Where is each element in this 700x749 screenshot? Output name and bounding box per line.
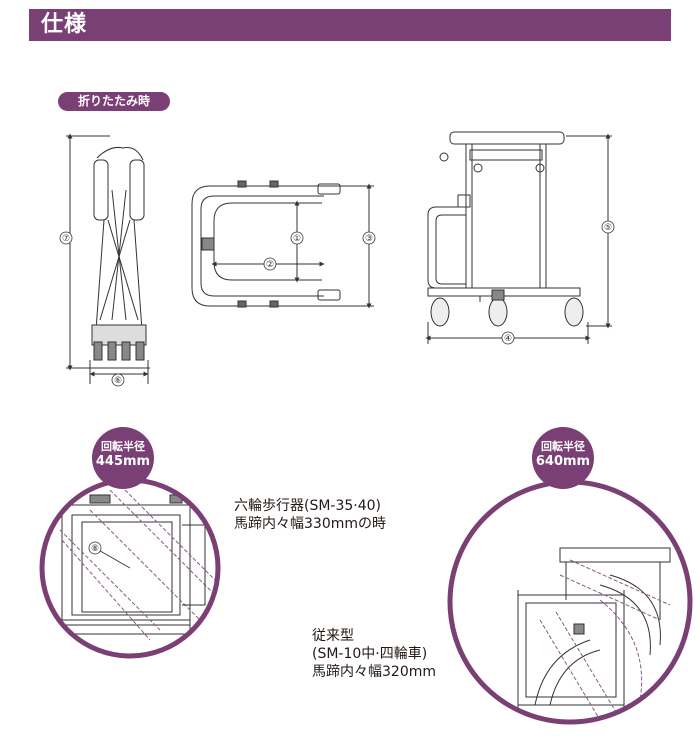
turning-circle-right xyxy=(517,547,671,721)
note-line: 従来型 xyxy=(312,628,354,644)
badge-label: 回転半径 xyxy=(101,440,145,453)
side-view-drawing xyxy=(425,131,612,344)
badge-value: 640mm xyxy=(535,454,591,469)
dim-label-1: ① xyxy=(293,234,301,244)
note-right: 従来型 (SM-10中·四輪車) 馬蹄内々幅320mm xyxy=(312,627,436,681)
dim-label-8: ⑧ xyxy=(91,544,99,554)
turning-radius-badge-right: 回転半径 640mm xyxy=(532,427,594,489)
dim-label-3: ③ xyxy=(365,234,373,244)
dim-label-4: ④ xyxy=(504,334,512,344)
section-header: 仕様 xyxy=(29,9,671,41)
note-line: 馬蹄内々幅320mm xyxy=(312,664,436,680)
dim-label-2: ② xyxy=(266,260,274,270)
top-view-drawing xyxy=(191,180,374,309)
folded-view-drawing xyxy=(66,133,150,384)
note-line: (SM-10中·四輪車) xyxy=(312,646,428,662)
note-left: 六輪歩行器(SM-35·40) 馬蹄内々幅330mmの時 xyxy=(234,497,386,533)
dim-label-6: ⑥ xyxy=(114,376,122,386)
note-line: 六輪歩行器(SM-35·40) xyxy=(234,498,382,514)
badge-label: 回転半径 xyxy=(541,440,585,453)
dim-label-5: ⑤ xyxy=(604,223,612,233)
section-title: 仕様 xyxy=(41,12,88,37)
turning-circle-left xyxy=(59,489,218,641)
badge-value: 445mm xyxy=(95,454,151,469)
note-line: 馬蹄内々幅330mmの時 xyxy=(234,516,386,532)
dim-label-7: ⑦ xyxy=(62,234,70,244)
folded-label: 折りたたみ時 xyxy=(58,92,170,111)
turning-radius-badge-left: 回転半径 445mm xyxy=(92,427,154,489)
